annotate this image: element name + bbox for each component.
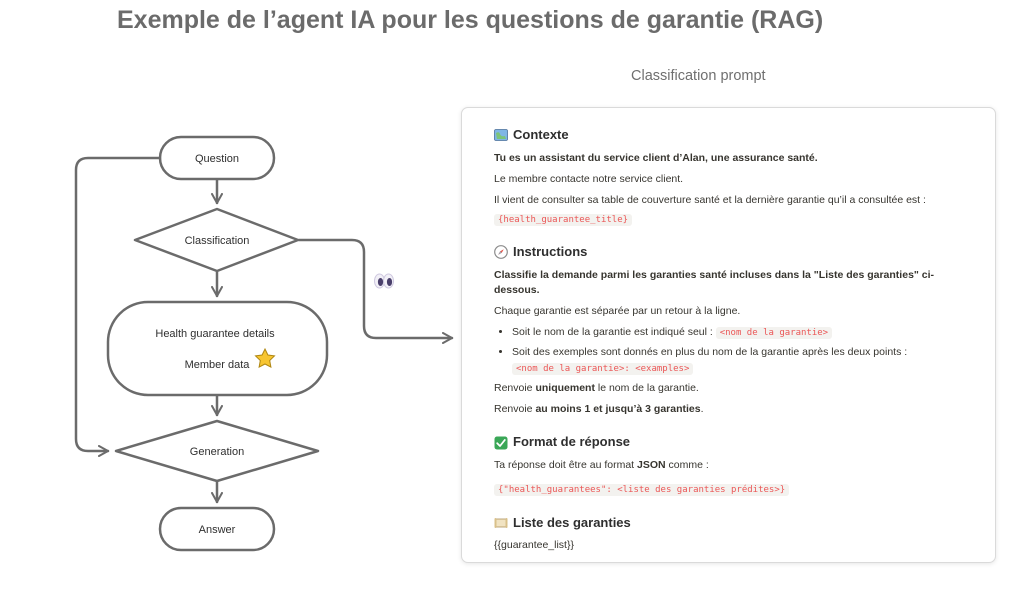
instructions-line-1: Chaque garantie est séparée par un retou… xyxy=(494,305,741,317)
renvoie-2-bold: au moins 1 et jusqu’à 3 garanties xyxy=(535,403,701,416)
eyes-icon xyxy=(374,273,394,289)
star-icon xyxy=(254,347,276,369)
format-bold: JSON xyxy=(637,459,666,472)
list-item: Soit des exemples sont donnés en plus du… xyxy=(512,345,964,375)
format-pre: Ta réponse doit être au format xyxy=(494,459,637,472)
bullet-2-code: <nom de la garantie>: <examples> xyxy=(512,362,694,375)
answer-label: Answer xyxy=(199,524,236,536)
details-label: Health guarantee details xyxy=(155,328,275,340)
page-title: Exemple de l’agent IA pour les questions… xyxy=(117,6,824,34)
context-line-1: Le membre contacte notre service client. xyxy=(494,173,684,186)
bullet-1-code: <nom de la garantie> xyxy=(715,327,833,340)
list-item: Soit le nom de la garantie est indiqué s… xyxy=(512,325,964,340)
map-icon xyxy=(494,129,508,142)
bullet-2-text: Soit des exemples sont donnés en plus du… xyxy=(512,346,908,359)
check-mark-button-icon xyxy=(494,436,508,450)
arrow-question-generation-loop xyxy=(74,156,162,457)
format-post: comme : xyxy=(665,459,709,472)
context-heading: Contexte xyxy=(494,126,964,145)
bullet-1-text: Soit le nom de la garantie est indiqué s… xyxy=(512,326,713,339)
instructions-heading: Instructions xyxy=(494,243,964,262)
renvoie-1-bold: uniquement xyxy=(535,381,595,394)
arrow-classification-prompt xyxy=(297,238,454,344)
renvoie-line-1: Renvoie uniquement le nom de la garantie… xyxy=(494,381,964,396)
scroll-icon xyxy=(494,518,508,529)
renvoie-line-2: Renvoie au moins 1 et jusqu’à 3 garantie… xyxy=(494,402,964,417)
classification-label: Classification xyxy=(185,235,250,247)
instructions-bold-line: Classifie la demande parmi les garanties… xyxy=(494,268,935,296)
renvoie-2-pre: Renvoie xyxy=(494,403,536,416)
context-code: {health_guarantee_title} xyxy=(494,213,633,226)
instructions-list: Soit le nom de la garantie est indiqué s… xyxy=(494,325,964,376)
context-heading-text: Contexte xyxy=(513,127,569,142)
flowchart: Question Classification Health guarantee… xyxy=(74,135,454,552)
answer-node xyxy=(158,506,276,552)
member-data-label: Member data xyxy=(185,359,251,371)
list-heading: Liste des garanties xyxy=(494,514,964,533)
context-bold-line: Tu es un assistant du service client d’A… xyxy=(494,151,818,164)
compass-icon xyxy=(494,245,508,260)
list-heading-text: Liste des garanties xyxy=(513,514,631,530)
format-heading: Format de réponse xyxy=(494,433,964,452)
renvoie-1-pre: Renvoie xyxy=(494,381,536,394)
question-label: Question xyxy=(195,153,239,165)
prompt-caption: Classification prompt xyxy=(631,68,766,84)
guarantee-list-placeholder: {{guarantee_list}} xyxy=(494,539,574,552)
format-line: Ta réponse doit être au format JSON comm… xyxy=(494,458,964,473)
generation-label: Generation xyxy=(190,446,244,458)
context-line-2: Il vient de consulter sa table de couver… xyxy=(494,194,926,207)
renvoie-2-post: . xyxy=(700,403,704,416)
classification-prompt-card: Contexte Tu es un assistant du service c… xyxy=(461,107,996,563)
instructions-heading-text: Instructions xyxy=(513,243,588,259)
renvoie-1-post: le nom de la garantie. xyxy=(594,381,699,394)
format-code: {"health_guarantees": <liste des garanti… xyxy=(494,484,790,497)
details-node xyxy=(106,300,329,397)
format-heading-text: Format de réponse xyxy=(513,434,631,450)
